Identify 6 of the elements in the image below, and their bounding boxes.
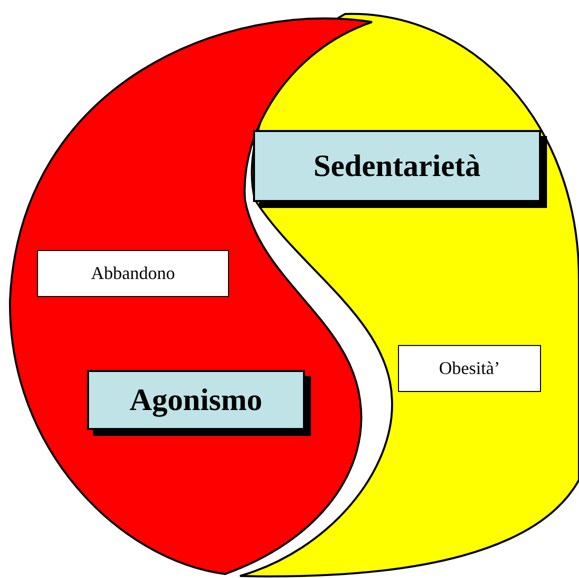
label-text: Sedentarietà: [313, 146, 481, 185]
label-text: Obesità’: [439, 357, 500, 380]
label-box: [37, 250, 229, 297]
label-text: Abbandono: [91, 262, 175, 285]
label-box: [398, 345, 541, 392]
label-text: Agonismo: [130, 380, 262, 419]
